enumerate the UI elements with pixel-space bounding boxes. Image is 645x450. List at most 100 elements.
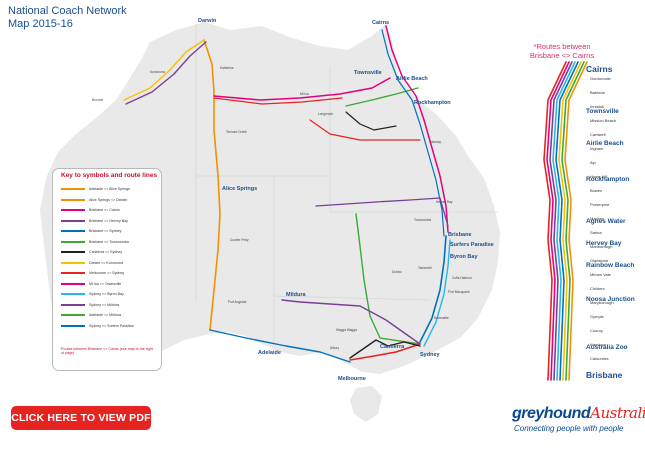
route-inland-sydney [355,213,421,345]
routes-panel-minor-stop: Marlborough [590,244,613,249]
route-mildura [281,299,421,345]
key-swatch [61,198,85,201]
route-qld-west [309,119,421,141]
key-row-label: Adelaide <> Mildura [89,313,121,317]
key-swatch [61,230,85,232]
town-label: Port Augusta [228,300,247,304]
key-row-label: Adelaide <> Alice Springs [89,187,130,191]
key-row-label: Sydney <> Byron Bay [89,292,124,296]
town-label: Mt Isa [300,92,309,96]
city-label: Adelaide [258,350,281,356]
town-label: Newcastle [434,316,449,320]
city-label: Rockhampton [414,100,451,106]
route-byron-sydney [423,239,451,347]
key-swatch [61,261,85,264]
routes-panel-stop: Airlie Beach [586,140,624,147]
route-mtisa-townsville [213,77,391,101]
panel-route-pink [546,61,570,381]
logo-word: greyhound [512,405,591,422]
key-note: Routes between Brisbane <> Cairns (see m… [61,347,153,355]
routes-panel-stop: Brisbane [586,370,623,380]
town-label: Coober Pedy [230,238,249,242]
panel-route-orange [564,61,588,381]
routes-panel-minor-stop: Babinda [590,90,605,95]
routes-panel-title-line2: Brisbane <> Cairns [529,51,595,60]
route-darwin-west [125,41,207,105]
city-label: Melbourne [338,376,366,382]
route-toowoomba [345,87,419,107]
key-row-label: Brisbane <> Toowoomba [89,239,129,244]
town-label: Toowoomba [414,218,432,222]
city-label: Sydney [420,352,440,358]
route-qld-inland [315,197,449,227]
town-label: Longreach [318,112,334,116]
key-swatch [61,282,85,285]
map-key: Key to symbols and route lines Adelaide … [52,168,162,371]
panel-route-purple [549,61,573,381]
city-label: Canberra [380,344,405,350]
key-swatch [61,240,85,243]
logo-tagline: Connecting people with people [514,424,624,433]
key-swatch [61,251,85,253]
key-row-label: Alice Springs <> Darwin [89,197,128,202]
key-title: Key to symbols and route lines [61,172,158,179]
routes-panel-minor-stop: Gordonvale [590,76,611,81]
key-row-label: Darwin <> Kununurra [89,260,124,265]
view-pdf-button[interactable]: CLICK HERE TO VIEW PDF [11,406,151,430]
city-label: Byron Bay [450,254,478,260]
town-label: Tennant Creek [226,130,247,134]
map-title-line1: National Coach Network [8,5,127,17]
route-darwin-kununurra [123,39,205,101]
key-row-label: Mt Isa <> Townsville [89,281,122,286]
route-adelaide-melbourne [209,329,351,363]
tasmania-landmass [350,386,382,422]
logo-wordmark: greyhoundAustralia [512,404,645,423]
town-label: Dubbo [392,270,402,274]
key-row-label: Sydney <> Surfers Paradise [89,323,134,328]
routes-panel-title-line1: *Routes between [533,42,591,51]
city-label: Airlie Beach [396,76,428,82]
routes-panel-minor-stop: Cardwell [590,132,606,137]
routes-panel-stop: Rockhampton [586,176,630,183]
logo-word-accent: Australia [590,404,645,422]
panel-route-blue [555,61,579,381]
city-label: Surfers Paradise [450,242,494,248]
route-brisbane-sydney [419,235,447,343]
routes-panel-minor-stop: Home Hill [590,174,608,179]
key-row-label: Melbourne <> Sydney [89,271,125,275]
routes-panel-minor-stop: Nambour [590,342,607,347]
key-swatch [61,303,85,306]
routes-panel-minor-stop: Gympie [590,314,604,319]
route-adelaide-darwin [203,39,221,331]
routes-panel-minor-stop: Caloundra [590,356,609,361]
routes-panel-minor-stop: Miriam Vale [590,272,611,277]
routes-panel-stop: Cairns [586,64,613,74]
panel-route-cyan [552,61,576,381]
panel-route-green [561,61,585,381]
town-label: Kununurra [150,70,165,74]
map-title: National Coach Network Map 2015-16 [8,5,127,31]
routes-panel-stop: Hervey Bay [586,240,622,247]
map-title-line2: Map 2015-16 [8,18,73,30]
town-label: Wagga Wagga [336,328,357,332]
routes-panel-minor-stop: Mackay [590,216,604,221]
routes-panel-minor-stop: Proserpine [590,202,610,207]
routes-panel-stop: Australia Zoo [586,344,628,351]
town-label: Coffs Harbour [452,276,472,280]
city-label: Brisbane [448,232,472,238]
key-swatch [61,209,85,211]
routes-panel-stop: Noosa Junction [586,296,635,303]
key-swatch [61,314,85,316]
town-label: Broome [92,98,104,102]
routes-panel-minor-stop: Sarina [590,230,602,235]
routes-panel-minor-stop: Cooroy [590,328,603,333]
routes-panel-minor-stop: Childers [590,286,605,291]
panel-route-red [543,61,567,381]
city-label: Cairns [372,20,390,26]
greyhound-logo: greyhoundAustralia Connecting people wit… [500,404,645,442]
route-tennant-mtisa [213,97,343,105]
routes-panel-stop: Townsville [586,108,619,115]
routes-panel-minor-stop: Gladstone [590,258,609,263]
key-row-label: Sydney <> Mildura [89,302,119,307]
routes-panel-minor-stop: Ayr [590,160,596,165]
